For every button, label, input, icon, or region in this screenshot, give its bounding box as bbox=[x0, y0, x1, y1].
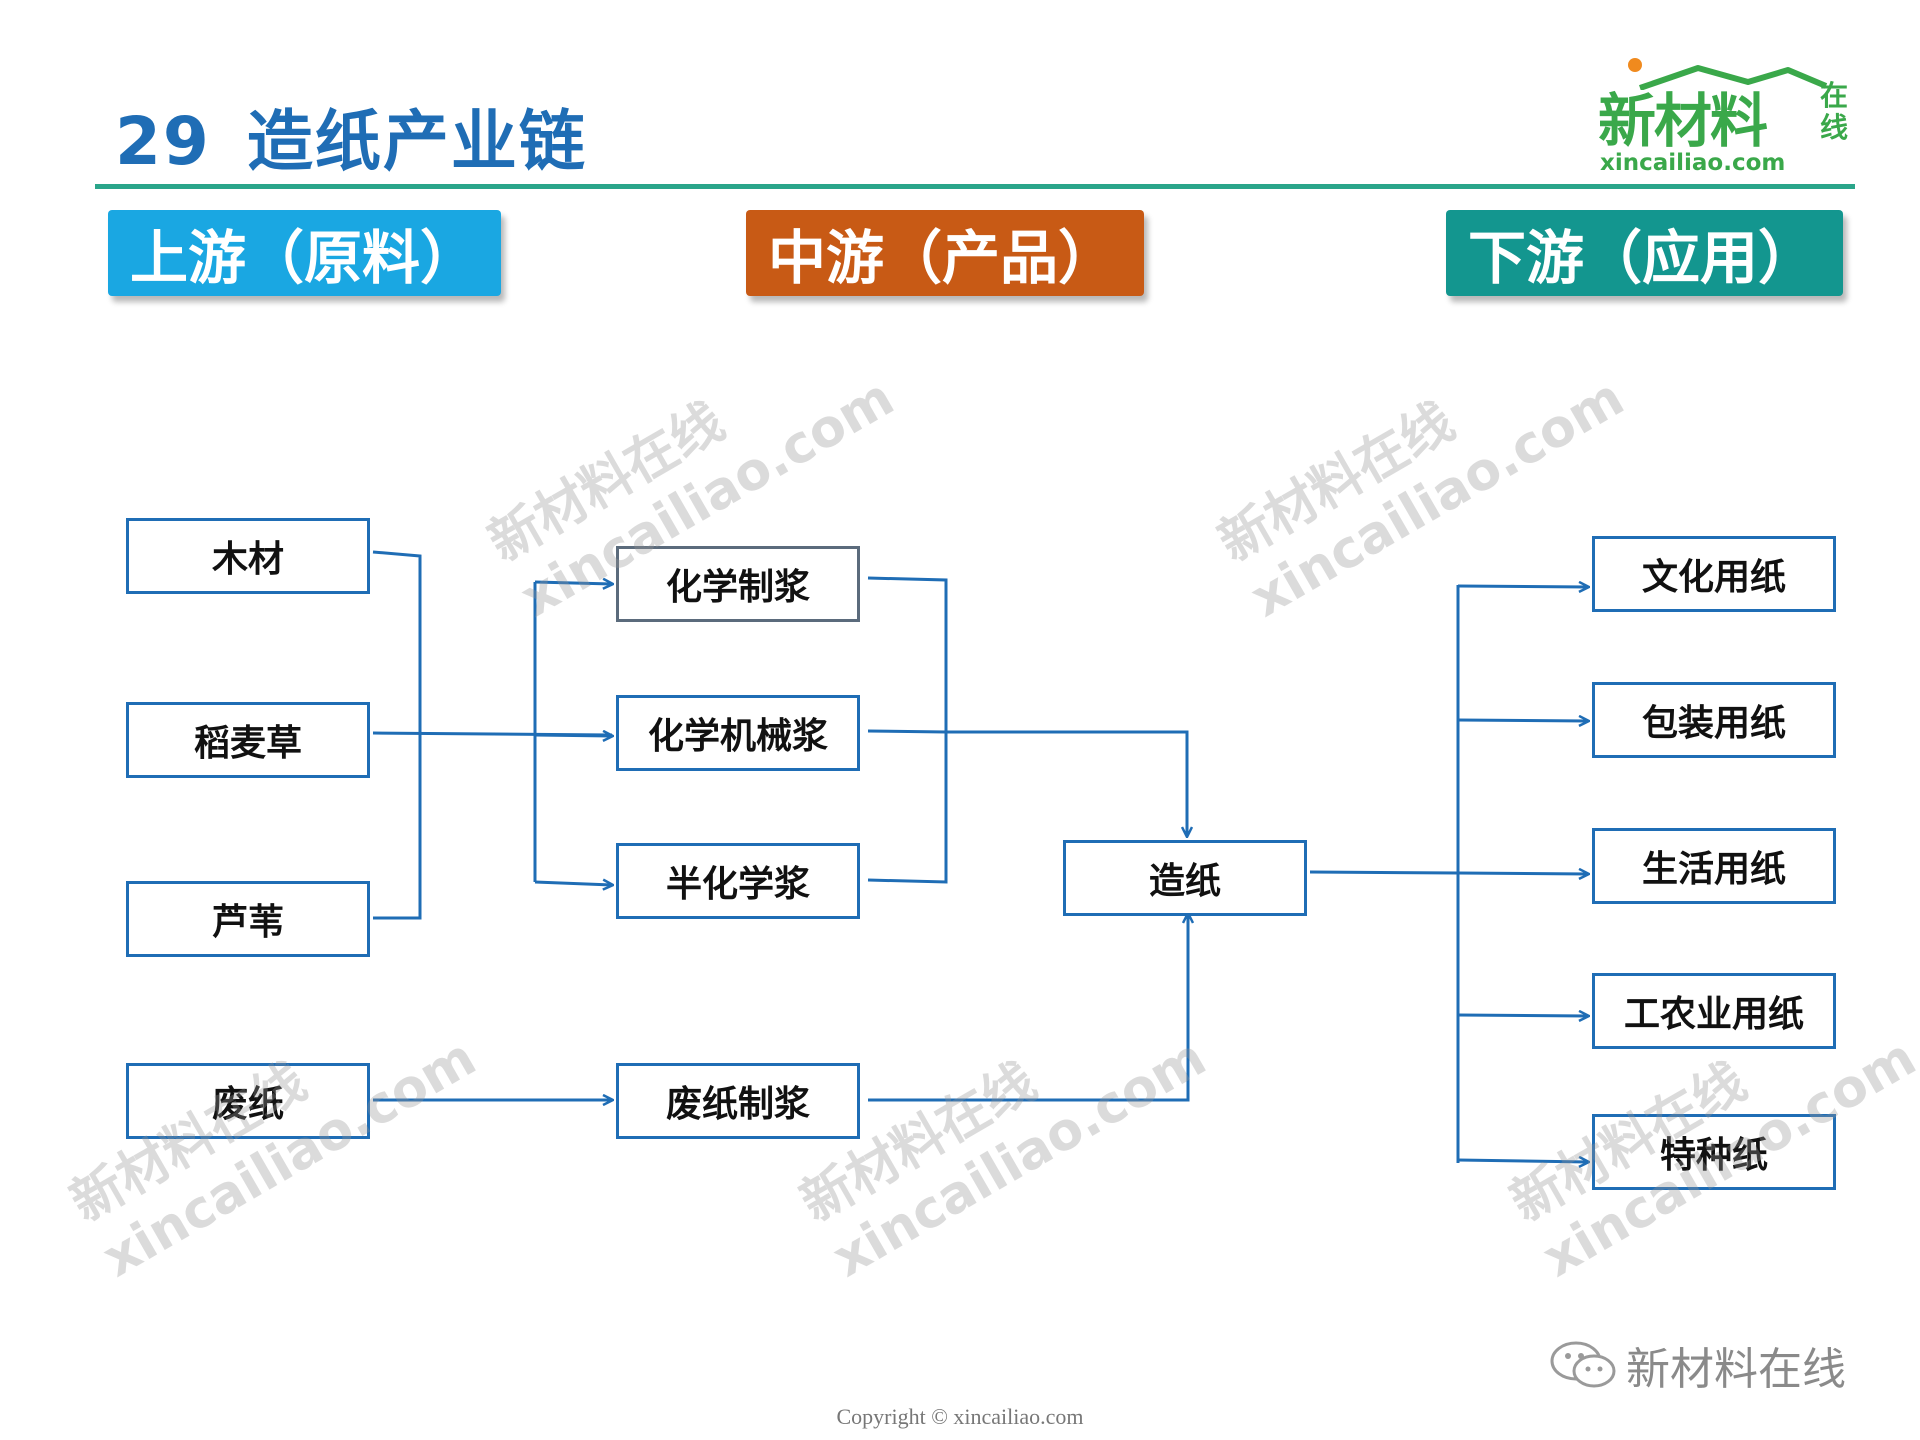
logo-wordmark: 新材料 bbox=[1598, 87, 1768, 155]
xincailiao-logo: 新材料 在线 xincailiao.com bbox=[1598, 58, 1858, 178]
arrow-to-culture-paper bbox=[1457, 586, 1588, 587]
node-rice-wheat-straw: 稻麦草 bbox=[126, 702, 370, 778]
arrow-to-semi-chem-pulp bbox=[534, 882, 612, 885]
node-waste-paper-pulp: 废纸制浆 bbox=[616, 1063, 860, 1139]
node-waste-paper: 废纸 bbox=[126, 1063, 370, 1139]
node-semi-chemical-pulp: 半化学浆 bbox=[616, 843, 860, 919]
node-culture-paper: 文化用纸 bbox=[1592, 536, 1836, 612]
node-industrial-agricultural-paper: 工农业用纸 bbox=[1592, 973, 1836, 1049]
logo-dot bbox=[1628, 58, 1642, 72]
node-papermaking: 造纸 bbox=[1063, 840, 1307, 916]
page-title: 29 造纸产业链 bbox=[115, 88, 587, 184]
arrow-pulps-to-paper bbox=[946, 730, 1187, 836]
copyright-footer: Copyright © xincailiao.com bbox=[836, 1404, 1084, 1429]
arrow-to-special-paper bbox=[1457, 1160, 1588, 1162]
connector-paper-out bbox=[1309, 870, 1459, 875]
stage-midstream-header: 中游（产品） bbox=[746, 210, 1144, 296]
wechat-account-label: 新材料在线 bbox=[1548, 1335, 1846, 1395]
arrow-to-packaging-paper bbox=[1457, 720, 1588, 721]
arrow-to-industrial-paper bbox=[1457, 1015, 1588, 1016]
arrow-to-chem-mech-pulp bbox=[534, 735, 612, 736]
arrow-to-chemical-pulp bbox=[534, 582, 612, 584]
title-divider bbox=[95, 184, 1855, 189]
stage-downstream-header: 下游（应用） bbox=[1446, 210, 1843, 296]
wechat-icon bbox=[1550, 1341, 1616, 1388]
node-packaging-paper: 包装用纸 bbox=[1592, 682, 1836, 758]
node-chemical-pulp: 化学制浆 bbox=[616, 546, 860, 622]
node-special-paper: 特种纸 bbox=[1592, 1114, 1836, 1190]
connector-chem-mech bbox=[867, 729, 947, 734]
node-chem-mechanical-pulp: 化学机械浆 bbox=[616, 695, 860, 771]
wechat-account-name: 新材料在线 bbox=[1626, 1344, 1846, 1395]
slide-number: 29 bbox=[115, 103, 211, 180]
node-household-paper: 生活用纸 bbox=[1592, 828, 1836, 904]
arrow-to-household-paper bbox=[1457, 873, 1588, 874]
logo-roof-icon bbox=[1639, 65, 1828, 90]
slide-title-text: 造纸产业链 bbox=[246, 103, 587, 180]
logo-side-text: 在线 bbox=[1820, 79, 1849, 144]
logo-url: xincailiao.com bbox=[1600, 150, 1786, 176]
node-wood: 木材 bbox=[126, 518, 370, 594]
stage-upstream-header: 上游（原料） bbox=[108, 210, 501, 296]
connector-wood bbox=[372, 550, 422, 920]
arrow-waste-pulp-to-paper bbox=[868, 914, 1188, 1102]
node-reed: 芦苇 bbox=[126, 881, 370, 957]
